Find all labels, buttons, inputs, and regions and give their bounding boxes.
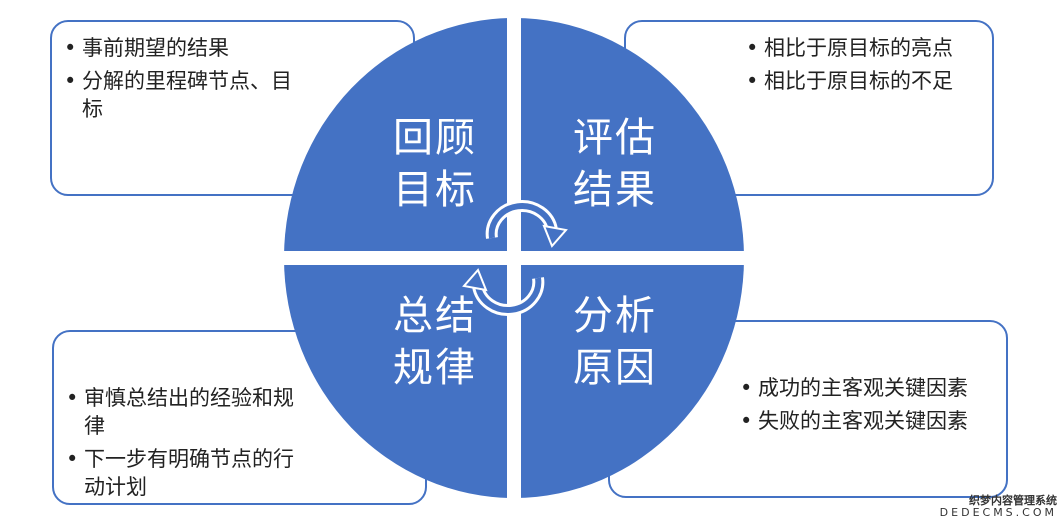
quadrant-top-left [284, 18, 514, 258]
label-line: 总结 [393, 293, 477, 339]
watermark-line2: DEDECMS.COM [939, 506, 1057, 519]
label-line: 回顾 [393, 115, 477, 161]
note-item: 成功的主客观关键因素 [740, 374, 1006, 402]
note-item: 失败的主客观关键因素 [740, 407, 1006, 435]
cycle-arrow-top-icon [485, 200, 568, 248]
label-line: 结果 [573, 167, 657, 213]
note-item: 下一步有明确节点的行动计划 [66, 445, 314, 501]
label-line: 分析 [573, 293, 657, 339]
quadrant-label-review-goal: 回顾 目标 [360, 112, 510, 216]
watermark-line1: 织梦内容管理系统 [969, 494, 1057, 507]
note-item: 分解的里程碑节点、目标 [64, 67, 312, 123]
note-item: 相比于原目标的不足 [746, 67, 992, 95]
quadrant-label-evaluate-result: 评估 结果 [540, 112, 690, 216]
quadrant-bottom-right [514, 258, 744, 498]
label-line: 原因 [573, 345, 657, 391]
note-item: 相比于原目标的亮点 [746, 34, 992, 62]
label-line: 评估 [573, 115, 657, 161]
label-line: 规律 [393, 345, 477, 391]
watermark: 织梦内容管理系统 DEDECMS.COM [940, 495, 1057, 519]
label-line: 目标 [393, 167, 477, 213]
quadrant-label-summarize-rules: 总结 规律 [360, 290, 510, 394]
quadrant-label-analyze-cause: 分析 原因 [540, 290, 690, 394]
cycle-arrow-bottom-icon [462, 268, 545, 316]
note-item: 事前期望的结果 [64, 34, 413, 62]
note-item: 审慎总结出的经验和规律 [66, 384, 314, 440]
quadrant-bottom-left [284, 258, 514, 498]
quadrant-top-right [514, 18, 744, 258]
